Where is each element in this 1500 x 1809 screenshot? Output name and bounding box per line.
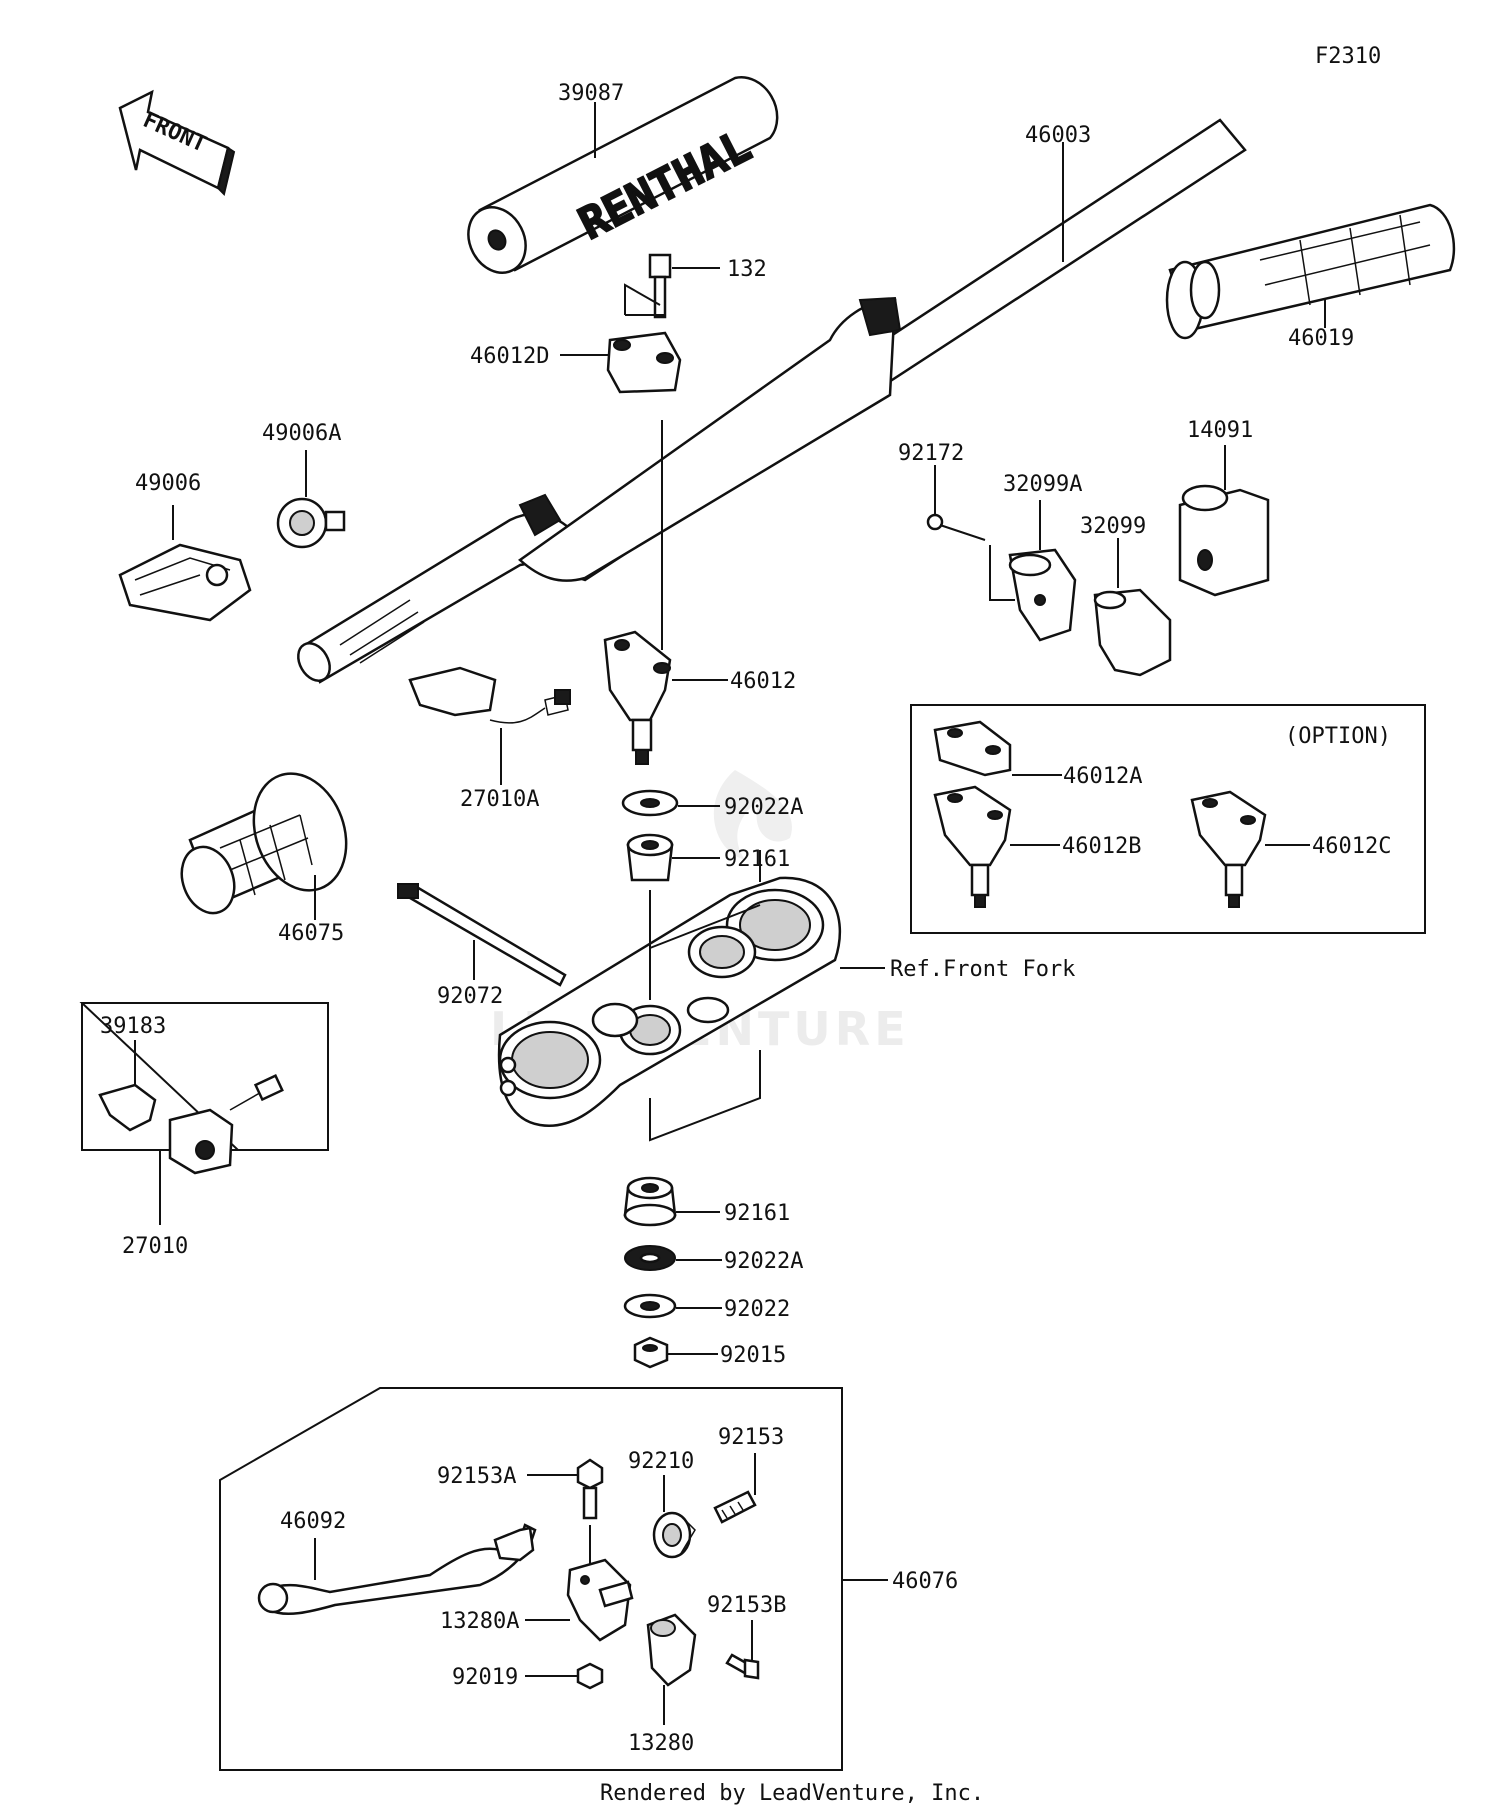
label-46012: 46012 [730, 669, 796, 694]
label-46076: 46076 [892, 1569, 958, 1594]
label-92210: 92210 [628, 1449, 694, 1474]
holder-46012B [933, 785, 1012, 867]
label-92153B: 92153B [707, 1593, 786, 1618]
nut-92015 [633, 1336, 669, 1369]
clamp-13280 [646, 1613, 697, 1687]
label-46012A: 46012A [1063, 764, 1142, 789]
label-27010A: 27010A [460, 787, 539, 812]
washer-92022 [623, 1293, 677, 1319]
label-46012B: 46012B [1062, 834, 1141, 859]
switch-kit-box: 39183 [79, 1002, 329, 1175]
label-92072: 92072 [437, 984, 503, 1009]
label-46003: 46003 [1025, 123, 1091, 148]
rubber-damper-92161-top [626, 833, 674, 882]
nut-92019 [576, 1662, 604, 1690]
washer-92022A-bottom [624, 1245, 676, 1271]
front-arrow-icon: FRONT [118, 89, 236, 196]
label-92022A-top: 92022A [724, 795, 803, 820]
switch-27010A [408, 666, 571, 724]
label-92022: 92022 [724, 1297, 790, 1322]
throttle-cover-14091 [1178, 484, 1270, 597]
holder-46012C [1190, 790, 1267, 867]
label-32099A: 32099A [1003, 472, 1082, 497]
throttle-grip [1165, 203, 1456, 340]
cable-adjuster-49006A [276, 497, 346, 549]
label-92161-top: 92161 [724, 847, 790, 872]
throttle-housing-32099A [1008, 548, 1077, 642]
handlebar [297, 118, 1247, 684]
label-13280: 13280 [628, 1731, 694, 1756]
lever-holder-13280A [566, 1558, 634, 1642]
label-39183: 39183 [100, 1014, 166, 1039]
screw-92153 [713, 1490, 757, 1524]
label-92022A-bottom: 92022A [724, 1249, 803, 1274]
screw-92172 [926, 513, 986, 541]
clutch-lever-46092 [257, 1523, 537, 1616]
label-46019: 46019 [1288, 326, 1354, 351]
cable-guide-49006 [118, 543, 252, 622]
label-46092: 46092 [280, 1509, 346, 1534]
label-92153A: 92153A [437, 1464, 516, 1489]
label-92015: 92015 [720, 1343, 786, 1368]
left-grip-46075 [180, 772, 348, 915]
label-49006A: 49006A [262, 421, 341, 446]
label-27010: 27010 [122, 1234, 188, 1259]
label-92161-bottom: 92161 [724, 1201, 790, 1226]
bolt-92153A [576, 1458, 604, 1520]
label-32099: 32099 [1080, 514, 1146, 539]
option-box: (OPTION) 46012A 46012B 46012C [910, 704, 1426, 934]
label-46012D: 46012D [470, 344, 549, 369]
cable-tie-92072 [397, 883, 567, 987]
footer-credit: Rendered by LeadVenture, Inc. [600, 1781, 984, 1806]
handlebar-holder-46012 [603, 630, 672, 765]
label-ref-front-fork: Ref.Front Fork [890, 957, 1075, 982]
label-92153: 92153 [718, 1425, 784, 1450]
label-49006: 49006 [135, 471, 201, 496]
label-39087: 39087 [558, 81, 624, 106]
bolt-132 [648, 253, 672, 319]
washer-92022A-top [621, 789, 679, 817]
diagram-code: F2310 [1315, 44, 1381, 69]
label-46012C: 46012C [1312, 834, 1391, 859]
label-132: 132 [727, 257, 767, 282]
throttle-housing-32099 [1093, 588, 1172, 677]
label-92019: 92019 [452, 1665, 518, 1690]
clamp-39183 [98, 1083, 157, 1132]
screw-92153B [725, 1653, 760, 1680]
clamp-46012D [606, 331, 682, 394]
adjuster-92210 [652, 1511, 696, 1559]
label-46075: 46075 [278, 921, 344, 946]
triple-clamp [497, 876, 842, 1128]
label-14091: 14091 [1187, 418, 1253, 443]
label-13280A: 13280A [440, 1609, 519, 1634]
rubber-damper-92161-bottom [623, 1176, 677, 1227]
label-92172: 92172 [898, 441, 964, 466]
option-label: (OPTION) [1285, 724, 1391, 749]
handlebar-pad: RENTHAL [467, 76, 779, 274]
